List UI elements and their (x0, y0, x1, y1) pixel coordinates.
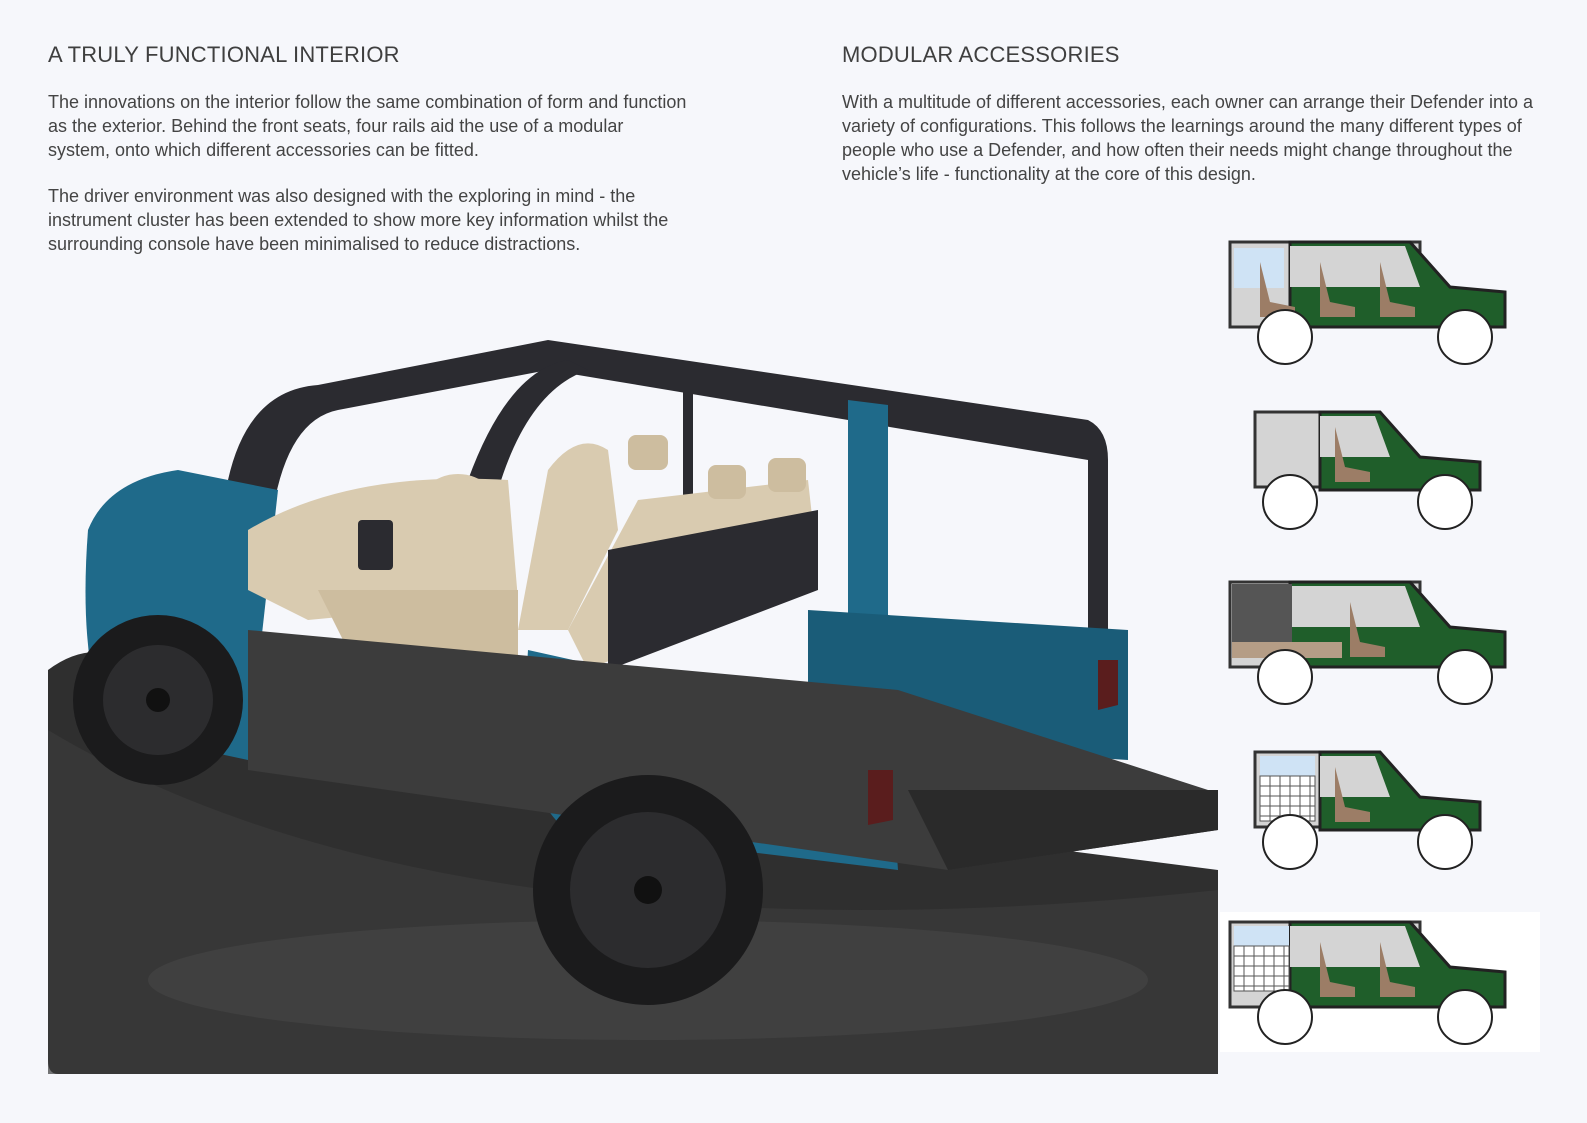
configuration-mesh-storage-icon (1220, 742, 1540, 882)
accessories-paragraph-1: With a multitude of different accessorie… (842, 92, 1534, 184)
accessories-heading: MODULAR ACCESSORIES (842, 42, 1120, 67)
configuration-mesh-seats-icon (1220, 912, 1540, 1052)
interior-heading: A TRULY FUNCTIONAL INTERIOR (48, 42, 400, 67)
configuration-cargo-box-icon (1220, 572, 1540, 712)
interior-paragraph-1: The innovations on the interior follow t… (48, 92, 687, 160)
configuration-cargo-open-icon (1220, 402, 1540, 542)
accessories-section: MODULAR ACCESSORIES With a multitude of … (842, 42, 1542, 208)
vehicle-cutaway-illustration (48, 340, 1218, 1074)
configuration-five-seat-icon (1220, 232, 1540, 372)
interior-paragraph-2: The driver environment was also designed… (48, 186, 669, 254)
interior-section: A TRULY FUNCTIONAL INTERIOR The innovati… (48, 42, 688, 278)
